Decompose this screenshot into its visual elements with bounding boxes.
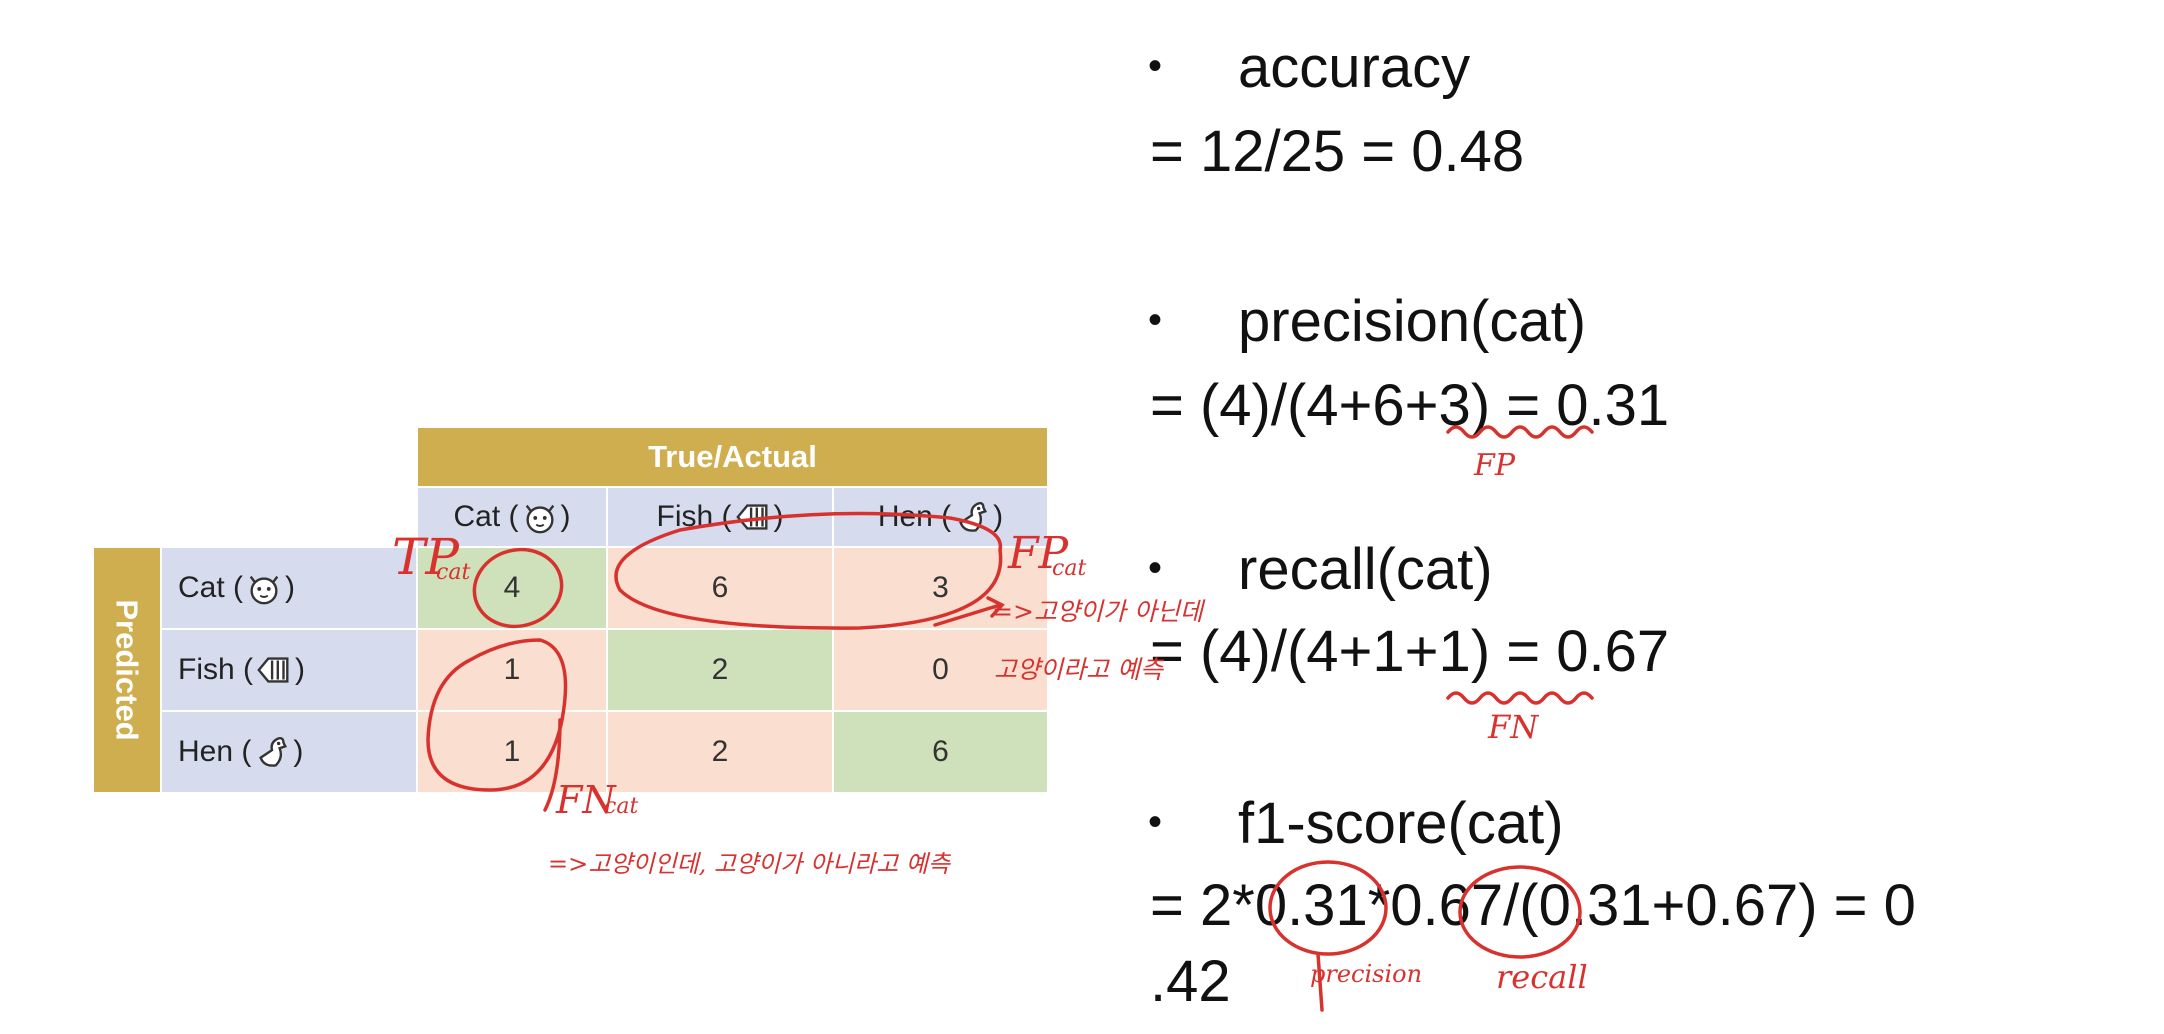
- col-header-cat-close: ): [560, 500, 571, 533]
- tp-label: TP: [392, 528, 459, 586]
- precision-title: precision(cat): [1238, 289, 1587, 354]
- accuracy-formula: = 12/25 = 0.48: [1150, 119, 1525, 184]
- cell-cat-fish: 6: [608, 548, 832, 628]
- fn-squiggle: [1446, 691, 1594, 705]
- recall-under-label: recall: [1496, 958, 1588, 996]
- fn-label: FN: [556, 778, 616, 822]
- cell-fish-fish: 2: [608, 630, 832, 710]
- col-header-fish-close: ): [773, 500, 784, 533]
- bullet-f1: •: [1148, 800, 1163, 844]
- hen-icon: [259, 737, 288, 767]
- bullet-recall: •: [1148, 546, 1163, 590]
- fp-sub: cat: [1052, 556, 1087, 581]
- recall-formula: = (4)/(4+1+1) = 0.67: [1150, 619, 1670, 684]
- accuracy-title: accuracy: [1238, 35, 1471, 100]
- matrix-header: True/Actual: [418, 428, 1047, 486]
- fn-under-label: FN: [1488, 708, 1539, 746]
- cell-hen-fish: 2: [608, 712, 832, 792]
- fp-under-label: FP: [1474, 448, 1516, 483]
- f1-formula-continued: .42: [1150, 949, 1231, 1014]
- cat-icon: [249, 575, 279, 605]
- precision-formula: = (4)/(4+6+3) = 0.31: [1150, 373, 1670, 438]
- fp-note-line2: 고양이라고 예측: [994, 655, 1163, 684]
- fn-sub: cat: [604, 794, 639, 819]
- row-header-fish-close: ): [295, 653, 305, 686]
- row-header-hen-close: ): [293, 735, 304, 768]
- predicted-label-text: Predicted: [110, 599, 145, 741]
- fish-icon: [735, 504, 767, 530]
- f1-formula: = 2*0.31*0.67/(0.31+0.67) = 0: [1150, 873, 1916, 938]
- row-header-cat-label: Cat (: [178, 571, 244, 604]
- fp-note-line1: =>고양이가 아닌데: [992, 597, 1203, 626]
- fish-icon: [257, 657, 289, 683]
- hen-icon: [959, 502, 988, 532]
- col-header-fish: Fish ( ): [608, 488, 832, 546]
- precision-under-label: precision: [1310, 960, 1423, 988]
- col-header-fish-label: Fish (: [656, 500, 732, 533]
- bullet-precision: •: [1148, 298, 1163, 342]
- col-header-cat: Cat ( ): [418, 488, 606, 546]
- fn-note: =>고양이인데, 고양이가 아니라고 예측: [548, 850, 950, 878]
- row-header-fish-label: Fish (: [178, 653, 253, 686]
- row-header-cat: Cat ( ): [162, 548, 416, 628]
- cat-icon: [525, 504, 554, 534]
- row-header-hen-label: Hen (: [178, 735, 252, 768]
- fp-label: FP: [1008, 528, 1069, 579]
- row-header-hen: Hen ( ): [162, 712, 416, 792]
- bullet-accuracy: •: [1148, 44, 1163, 88]
- row-header-cat-close: ): [285, 571, 296, 604]
- col-header-hen-label: Hen (: [877, 500, 952, 533]
- predicted-label: Predicted: [94, 548, 160, 792]
- f1-title: f1-score(cat): [1238, 791, 1564, 856]
- cell-fish-hen: 0: [834, 630, 1047, 710]
- col-header-hen-close: ): [993, 500, 1004, 533]
- cell-hen-hen: 6: [834, 712, 1047, 792]
- col-header-cat-label: Cat (: [453, 500, 519, 533]
- row-header-fish: Fish ( ): [162, 630, 416, 710]
- recall-title: recall(cat): [1238, 537, 1493, 602]
- cell-fish-cat: 1: [418, 630, 606, 710]
- tp-sub: cat: [436, 560, 471, 585]
